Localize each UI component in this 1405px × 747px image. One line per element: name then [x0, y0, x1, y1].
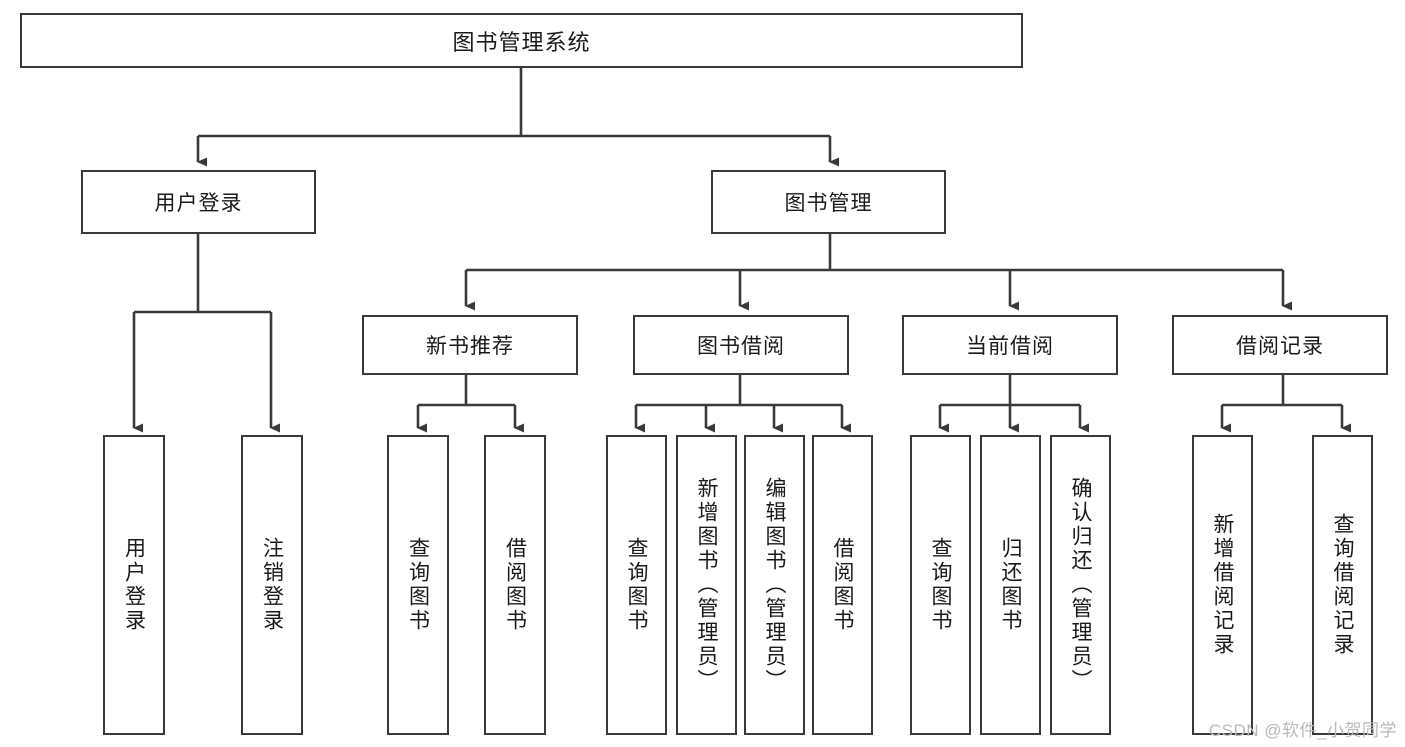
leaf-user-login-signin[interactable]: 用户登录: [103, 435, 165, 735]
leaf-current-query-book[interactable]: 查询图书: [910, 435, 971, 735]
leaf-record-add-record[interactable]: 新增借阅记录: [1192, 435, 1253, 735]
leaf-borrow-add-book-admin[interactable]: 新增图书（管理员）: [676, 435, 737, 735]
node-current-borrow[interactable]: 当前借阅: [902, 315, 1118, 375]
node-book-borrow[interactable]: 图书借阅: [633, 315, 849, 375]
node-book-management[interactable]: 图书管理: [711, 170, 946, 234]
leaf-borrow-edit-book-admin[interactable]: 编辑图书（管理员）: [744, 435, 805, 735]
node-user-login[interactable]: 用户登录: [81, 170, 316, 234]
leaf-current-return-book[interactable]: 归还图书: [980, 435, 1041, 735]
leaf-borrow-query-book[interactable]: 查询图书: [606, 435, 667, 735]
node-new-book-recommend[interactable]: 新书推荐: [362, 315, 578, 375]
node-root-system[interactable]: 图书管理系统: [20, 13, 1023, 68]
leaf-recommend-borrow-book[interactable]: 借阅图书: [484, 435, 546, 735]
csdn-watermark: CSDN @软件_小贺同学: [1208, 721, 1397, 740]
leaf-current-confirm-return-admin[interactable]: 确认归还（管理员）: [1050, 435, 1111, 735]
node-borrow-record[interactable]: 借阅记录: [1172, 315, 1388, 375]
leaf-recommend-query-book[interactable]: 查询图书: [387, 435, 449, 735]
leaf-borrow-borrow-book[interactable]: 借阅图书: [812, 435, 873, 735]
leaf-user-login-signout[interactable]: 注销登录: [241, 435, 303, 735]
leaf-record-query-record[interactable]: 查询借阅记录: [1312, 435, 1373, 735]
